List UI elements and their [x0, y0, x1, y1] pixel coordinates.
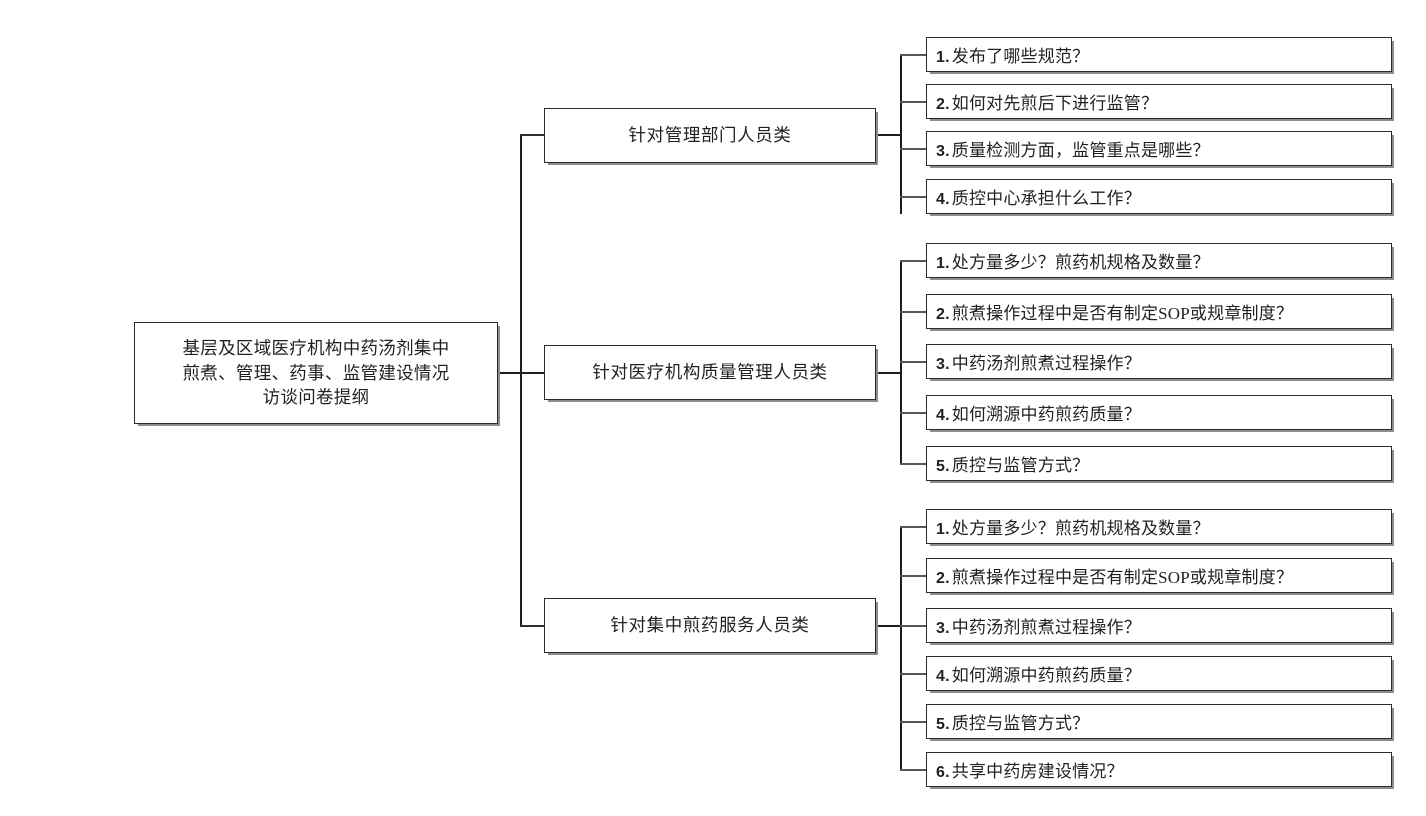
connector-branch-1-leaf-0 [900, 260, 928, 262]
leaf-node-label: 4.如何溯源中药煎药质量？ [936, 400, 1141, 425]
connector-root-stub [498, 372, 522, 375]
leaf-node-label: 5.质控与监管方式？ [936, 451, 1089, 476]
leaf-node[interactable]: 2.煎煮操作过程中是否有制定SOP或规章制度？ [926, 294, 1392, 329]
leaf-node[interactable]: 3.质量检测方面，监管重点是哪些？ [926, 131, 1392, 166]
connector-branch-0-leaf-2 [900, 148, 928, 150]
leaf-node-label: 4.质控中心承担什么工作？ [936, 184, 1141, 209]
leaf-node-label: 3.质量检测方面，监管重点是哪些？ [936, 136, 1210, 161]
leaf-node-label: 5.质控与监管方式？ [936, 709, 1089, 734]
leaf-node[interactable]: 1.处方量多少？煎药机规格及数量？ [926, 243, 1392, 278]
leaf-number: 4. [936, 407, 950, 424]
connector-branch-0-stub [876, 134, 902, 137]
leaf-node[interactable]: 2.煎煮操作过程中是否有制定SOP或规章制度？ [926, 558, 1392, 593]
branch-node-label: 针对管理部门人员类 [628, 125, 792, 146]
connector-branch-2-leaf-5 [900, 769, 928, 771]
leaf-number: 5. [936, 716, 950, 733]
leaf-node-label: 3.中药汤剂煎煮过程操作？ [936, 613, 1141, 638]
leaf-node[interactable]: 4.如何溯源中药煎药质量？ [926, 395, 1392, 430]
leaf-text: 煎煮操作过程中是否有制定SOP或规章制度？ [951, 304, 1294, 323]
leaf-number: 2. [936, 306, 950, 323]
connector-branch-1-leaf-1 [900, 311, 928, 313]
leaf-number: 2. [936, 570, 950, 587]
branch-node-management-dept[interactable]: 针对管理部门人员类 [544, 108, 876, 163]
branch-node-decoction-service[interactable]: 针对集中煎药服务人员类 [544, 598, 876, 653]
leaf-number: 1. [936, 521, 950, 538]
connector-branch-1-leaf-4 [900, 463, 928, 465]
connector-branch-0-leaf-3 [900, 196, 928, 198]
leaf-text: 如何溯源中药煎药质量？ [951, 405, 1141, 424]
connector-branch-2-leaf-1 [900, 575, 928, 577]
leaf-node-label: 1.处方量多少？煎药机规格及数量？ [936, 248, 1210, 273]
leaf-node-label: 6.共享中药房建设情况？ [936, 757, 1124, 782]
leaf-text: 质控与监管方式？ [951, 456, 1090, 475]
leaf-text: 共享中药房建设情况？ [951, 762, 1124, 781]
connector-branch-1-leaf-3 [900, 412, 928, 414]
leaf-text: 中药汤剂煎煮过程操作？ [951, 354, 1141, 373]
leaf-node-label: 2.煎煮操作过程中是否有制定SOP或规章制度？ [936, 299, 1293, 324]
leaf-node[interactable]: 1.处方量多少？煎药机规格及数量？ [926, 509, 1392, 544]
leaf-node-label: 3.中药汤剂煎煮过程操作？ [936, 349, 1141, 374]
leaf-node[interactable]: 5.质控与监管方式？ [926, 446, 1392, 481]
leaf-text: 处方量多少？煎药机规格及数量？ [951, 519, 1210, 538]
leaf-number: 2. [936, 96, 950, 113]
leaf-text: 发布了哪些规范？ [951, 47, 1090, 66]
leaf-number: 6. [936, 764, 950, 781]
leaf-number: 4. [936, 668, 950, 685]
connector-branch-2-stub [876, 625, 902, 628]
leaf-node[interactable]: 6.共享中药房建设情况？ [926, 752, 1392, 787]
connector-branch-0-leaf-0 [900, 54, 928, 56]
branch-node-quality-management[interactable]: 针对医疗机构质量管理人员类 [544, 345, 876, 400]
connector-trunk-to-branch-1 [520, 372, 546, 375]
connector-branch-2-leaf-2 [900, 625, 928, 627]
leaf-node-label: 1.发布了哪些规范？ [936, 42, 1089, 67]
leaf-number: 3. [936, 143, 950, 160]
connector-root-trunk [520, 134, 523, 626]
leaf-node[interactable]: 2.如何对先煎后下进行监管？ [926, 84, 1392, 119]
branch-node-label: 针对医疗机构质量管理人员类 [592, 362, 828, 383]
connector-branch-1-leaf-2 [900, 361, 928, 363]
root-node-label: 基层及区域医疗机构中药汤剂集中 煎煮、管理、药事、监管建设情况 访谈问卷提纲 [182, 337, 450, 408]
leaf-node-label: 4.如何溯源中药煎药质量？ [936, 661, 1141, 686]
leaf-text: 如何溯源中药煎药质量？ [951, 666, 1141, 685]
leaf-text: 煎煮操作过程中是否有制定SOP或规章制度？ [951, 568, 1294, 587]
connector-branch-2-trunk [900, 526, 903, 769]
leaf-text: 质控中心承担什么工作？ [951, 189, 1141, 208]
leaf-node[interactable]: 4.质控中心承担什么工作？ [926, 179, 1392, 214]
leaf-number: 4. [936, 191, 950, 208]
branch-node-label: 针对集中煎药服务人员类 [610, 615, 810, 636]
leaf-text: 处方量多少？煎药机规格及数量？ [951, 253, 1210, 272]
leaf-node-label: 1.处方量多少？煎药机规格及数量？ [936, 514, 1210, 539]
leaf-text: 中药汤剂煎煮过程操作？ [951, 618, 1141, 637]
connector-branch-2-leaf-3 [900, 673, 928, 675]
connector-trunk-to-branch-2 [520, 625, 546, 627]
connector-branch-0-trunk [900, 54, 903, 214]
leaf-number: 3. [936, 620, 950, 637]
leaf-text: 质控与监管方式？ [951, 714, 1090, 733]
connector-branch-2-leaf-0 [900, 526, 928, 528]
leaf-node[interactable]: 5.质控与监管方式？ [926, 704, 1392, 739]
connector-branch-2-leaf-4 [900, 721, 928, 723]
leaf-number: 1. [936, 49, 950, 66]
leaf-text: 质量检测方面，监管重点是哪些？ [951, 141, 1210, 160]
leaf-node-label: 2.如何对先煎后下进行监管？ [936, 89, 1158, 114]
leaf-node[interactable]: 3.中药汤剂煎煮过程操作？ [926, 608, 1392, 643]
leaf-number: 5. [936, 458, 950, 475]
connector-branch-0-leaf-1 [900, 101, 928, 103]
leaf-node[interactable]: 3.中药汤剂煎煮过程操作？ [926, 344, 1392, 379]
leaf-number: 1. [936, 255, 950, 272]
leaf-node[interactable]: 1.发布了哪些规范？ [926, 37, 1392, 72]
connector-trunk-to-branch-0 [520, 134, 546, 136]
leaf-number: 3. [936, 356, 950, 373]
leaf-node[interactable]: 4.如何溯源中药煎药质量？ [926, 656, 1392, 691]
connector-branch-1-stub [876, 372, 902, 375]
leaf-node-label: 2.煎煮操作过程中是否有制定SOP或规章制度？ [936, 563, 1293, 588]
root-node[interactable]: 基层及区域医疗机构中药汤剂集中 煎煮、管理、药事、监管建设情况 访谈问卷提纲 [134, 322, 498, 424]
leaf-text: 如何对先煎后下进行监管？ [951, 94, 1159, 113]
